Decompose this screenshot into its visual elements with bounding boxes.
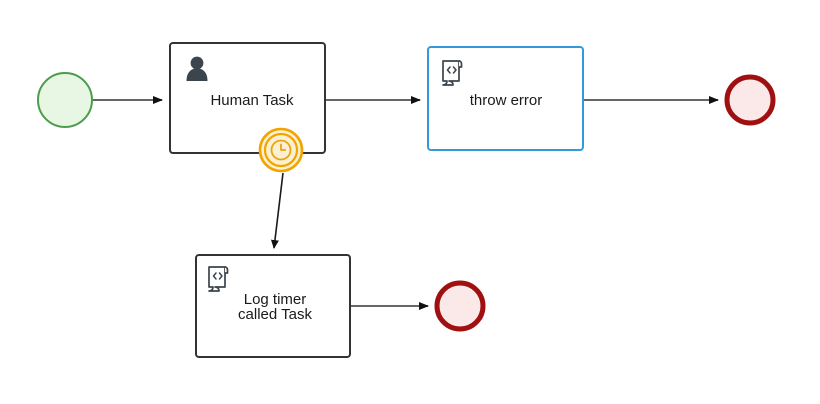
flow-timer-to-log-task[interactable] <box>270 172 284 249</box>
throw-error-task-box[interactable] <box>427 46 584 151</box>
timer-boundary-event[interactable] <box>258 127 304 173</box>
throw-error-task-label: throw error <box>470 92 543 109</box>
start-event-circle[interactable] <box>37 72 93 128</box>
end-event-bottom-circle[interactable] <box>434 280 486 332</box>
script-icon <box>208 266 229 292</box>
log-timer-task-label-line1: Log timer <box>244 291 307 308</box>
human-task-label: Human Task <box>210 92 294 109</box>
log-timer-task-box[interactable] <box>195 254 351 358</box>
clock-icon <box>270 139 292 161</box>
end-event-top[interactable] <box>724 74 776 126</box>
start-event[interactable] <box>37 72 93 128</box>
connector-layer <box>93 96 719 310</box>
end-event-top-circle[interactable] <box>724 74 776 126</box>
log-timer-task-label-line2: called Task <box>238 306 312 323</box>
user-icon <box>186 56 208 81</box>
human-task-node[interactable]: Human Task <box>169 42 326 154</box>
throw-error-task-node[interactable]: throw error <box>427 46 584 151</box>
log-timer-task-node[interactable]: Log timer called Task <box>195 254 351 358</box>
human-task-box[interactable] <box>169 42 326 154</box>
end-event-bottom[interactable] <box>434 280 486 332</box>
script-icon <box>442 60 463 86</box>
